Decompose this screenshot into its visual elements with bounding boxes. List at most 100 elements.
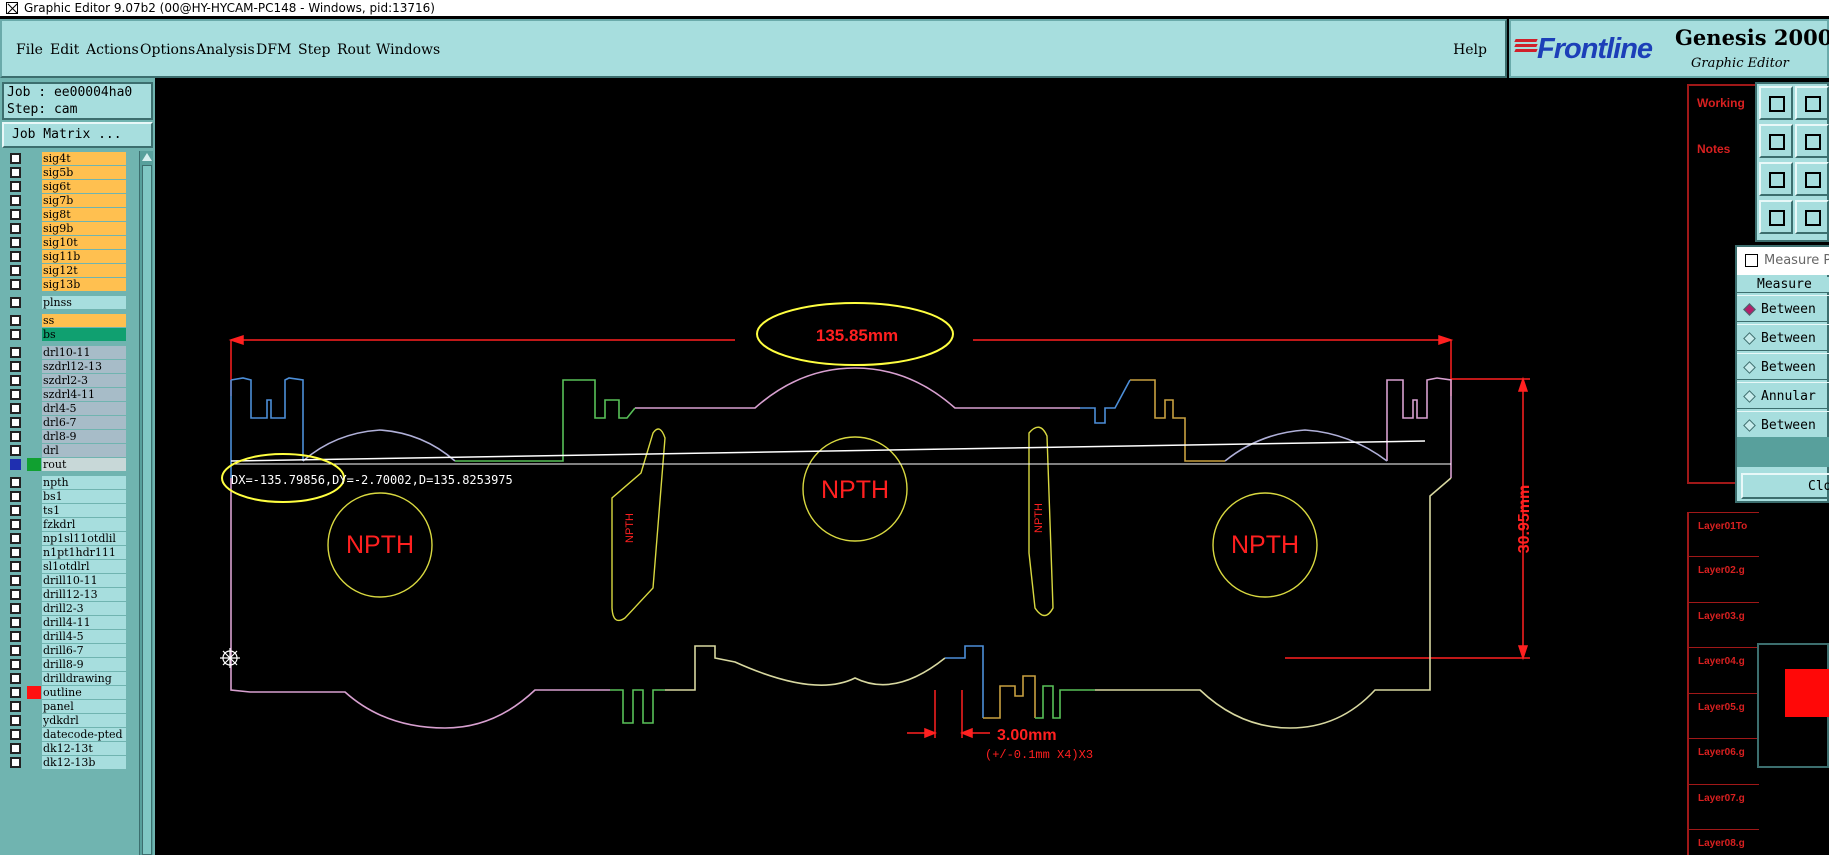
pan-right-button[interactable] — [1795, 124, 1829, 158]
legend-item[interactable]: Layer02.g — [1689, 556, 1759, 584]
layer-checkbox[interactable] — [10, 265, 21, 276]
legend-item[interactable]: Layer04.g — [1689, 647, 1759, 675]
snap-tool-button[interactable] — [1795, 200, 1829, 234]
menu-options[interactable]: Options — [140, 42, 196, 58]
menu-analysis[interactable]: Analysis — [196, 42, 255, 58]
layer-checkbox[interactable] — [10, 617, 21, 628]
layer-checkbox[interactable] — [10, 547, 21, 558]
layer-row[interactable]: drl6-7 — [2, 415, 138, 430]
legend-item[interactable]: Layer08.g — [1689, 829, 1759, 855]
layer-checkbox[interactable] — [10, 505, 21, 516]
menu-dfm[interactable]: DFM — [256, 42, 292, 58]
layer-checkbox[interactable] — [10, 445, 21, 456]
layer-scrollbar[interactable] — [139, 151, 153, 855]
measure-option-annular[interactable]: Annular — [1737, 382, 1829, 409]
layer-row[interactable]: sig5b — [2, 165, 138, 180]
pan-left-button[interactable] — [1759, 124, 1793, 158]
layer-checkbox[interactable] — [10, 477, 21, 488]
layer-row[interactable]: panel — [2, 699, 138, 714]
layer-checkbox[interactable] — [10, 181, 21, 192]
layer-row[interactable]: sig9b — [2, 221, 138, 236]
layer-row[interactable]: np1sl11otdlil — [2, 531, 138, 546]
layer-row[interactable]: plnss — [2, 295, 138, 310]
layer-checkbox[interactable] — [10, 673, 21, 684]
menu-file[interactable]: File — [16, 42, 43, 58]
menu-help[interactable]: Help — [1453, 42, 1487, 58]
layer-checkbox[interactable] — [10, 687, 21, 698]
layer-checkbox[interactable] — [10, 417, 21, 428]
measure-option-between-3[interactable]: Between — [1737, 353, 1829, 380]
layer-row[interactable]: outline — [2, 685, 138, 700]
layer-checkbox[interactable] — [10, 589, 21, 600]
graphic-canvas[interactable]: 135.85mm 30.95mm — [155, 78, 1687, 855]
layer-checkbox[interactable] — [10, 279, 21, 290]
measure-option-between-1[interactable]: Between — [1737, 295, 1829, 322]
menu-step[interactable]: Step — [298, 42, 331, 58]
layer-checkbox[interactable] — [10, 347, 21, 358]
layer-row[interactable]: bs — [2, 327, 138, 342]
measure-option-between-4[interactable]: Between — [1737, 411, 1829, 438]
legend-item[interactable]: Layer05.g — [1689, 693, 1759, 721]
scroll-up-arrow-icon[interactable] — [142, 151, 152, 163]
layer-checkbox[interactable] — [10, 561, 21, 572]
legend-item[interactable]: Layer06.g — [1689, 738, 1759, 766]
zoom-in-button[interactable] — [1795, 86, 1829, 120]
measure-close-button[interactable]: Clo — [1741, 473, 1829, 499]
layer-row[interactable]: drl8-9 — [2, 429, 138, 444]
layer-row[interactable]: dk12-13t — [2, 741, 138, 756]
layer-row[interactable]: bs1 — [2, 489, 138, 504]
layer-row[interactable]: drill4-11 — [2, 615, 138, 630]
layer-checkbox[interactable] — [10, 209, 21, 220]
layer-checkbox[interactable] — [10, 223, 21, 234]
layer-row[interactable]: drill6-7 — [2, 643, 138, 658]
layer-checkbox[interactable] — [10, 701, 21, 712]
layer-checkbox[interactable] — [10, 361, 21, 372]
layer-row[interactable]: drill10-11 — [2, 573, 138, 588]
layer-row[interactable]: szdrl12-13 — [2, 359, 138, 374]
zoom-home-button[interactable] — [1759, 86, 1793, 120]
layer-row[interactable]: fzkdrl — [2, 517, 138, 532]
fit-view-button[interactable] — [1759, 162, 1793, 196]
layer-checkbox[interactable] — [10, 431, 21, 442]
legend-item[interactable]: Layer03.g — [1689, 602, 1759, 630]
layer-row[interactable]: rout — [2, 457, 138, 472]
layer-checkbox[interactable] — [10, 237, 21, 248]
layer-row[interactable]: datecode-pted — [2, 727, 138, 742]
layer-checkbox[interactable] — [10, 297, 21, 308]
layer-row[interactable]: szdrl2-3 — [2, 373, 138, 388]
layer-row[interactable]: drl4-5 — [2, 401, 138, 416]
layer-row[interactable]: sig6t — [2, 179, 138, 194]
layer-checkbox[interactable] — [10, 403, 21, 414]
layer-checkbox[interactable] — [10, 757, 21, 768]
menu-actions[interactable]: Actions — [86, 42, 139, 58]
layer-checkbox[interactable] — [10, 491, 21, 502]
job-matrix-button[interactable]: Job Matrix ... — [2, 122, 153, 148]
layer-checkbox[interactable] — [10, 375, 21, 386]
layer-checkbox[interactable] — [10, 715, 21, 726]
layer-row[interactable]: drl — [2, 443, 138, 458]
layer-checkbox[interactable] — [10, 743, 21, 754]
layer-row[interactable]: ss — [2, 313, 138, 328]
layer-row[interactable]: sig4t — [2, 151, 138, 166]
layer-checkbox[interactable] — [10, 575, 21, 586]
layer-checkbox[interactable] — [10, 153, 21, 164]
layer-row[interactable]: szdrl4-11 — [2, 387, 138, 402]
layer-checkbox[interactable] — [10, 645, 21, 656]
layer-checkbox[interactable] — [10, 329, 21, 340]
layer-row[interactable]: sig12t — [2, 263, 138, 278]
layer-row[interactable]: drill2-3 — [2, 601, 138, 616]
scroll-thumb[interactable] — [142, 165, 152, 855]
layer-row[interactable]: ts1 — [2, 503, 138, 518]
measure-tool-button[interactable] — [1759, 200, 1793, 234]
menu-edit[interactable]: Edit — [50, 42, 80, 58]
layer-checkbox[interactable] — [10, 729, 21, 740]
layer-row[interactable]: drill8-9 — [2, 657, 138, 672]
layer-row[interactable]: drl10-11 — [2, 345, 138, 360]
menu-rout[interactable]: Rout — [337, 42, 371, 58]
layer-row[interactable]: sig11b — [2, 249, 138, 264]
layer-row[interactable]: drill4-5 — [2, 629, 138, 644]
layer-row[interactable]: ydkdrl — [2, 713, 138, 728]
layer-checkbox[interactable] — [10, 659, 21, 670]
layer-row[interactable]: drill12-13 — [2, 587, 138, 602]
layer-checkbox[interactable] — [10, 519, 21, 530]
